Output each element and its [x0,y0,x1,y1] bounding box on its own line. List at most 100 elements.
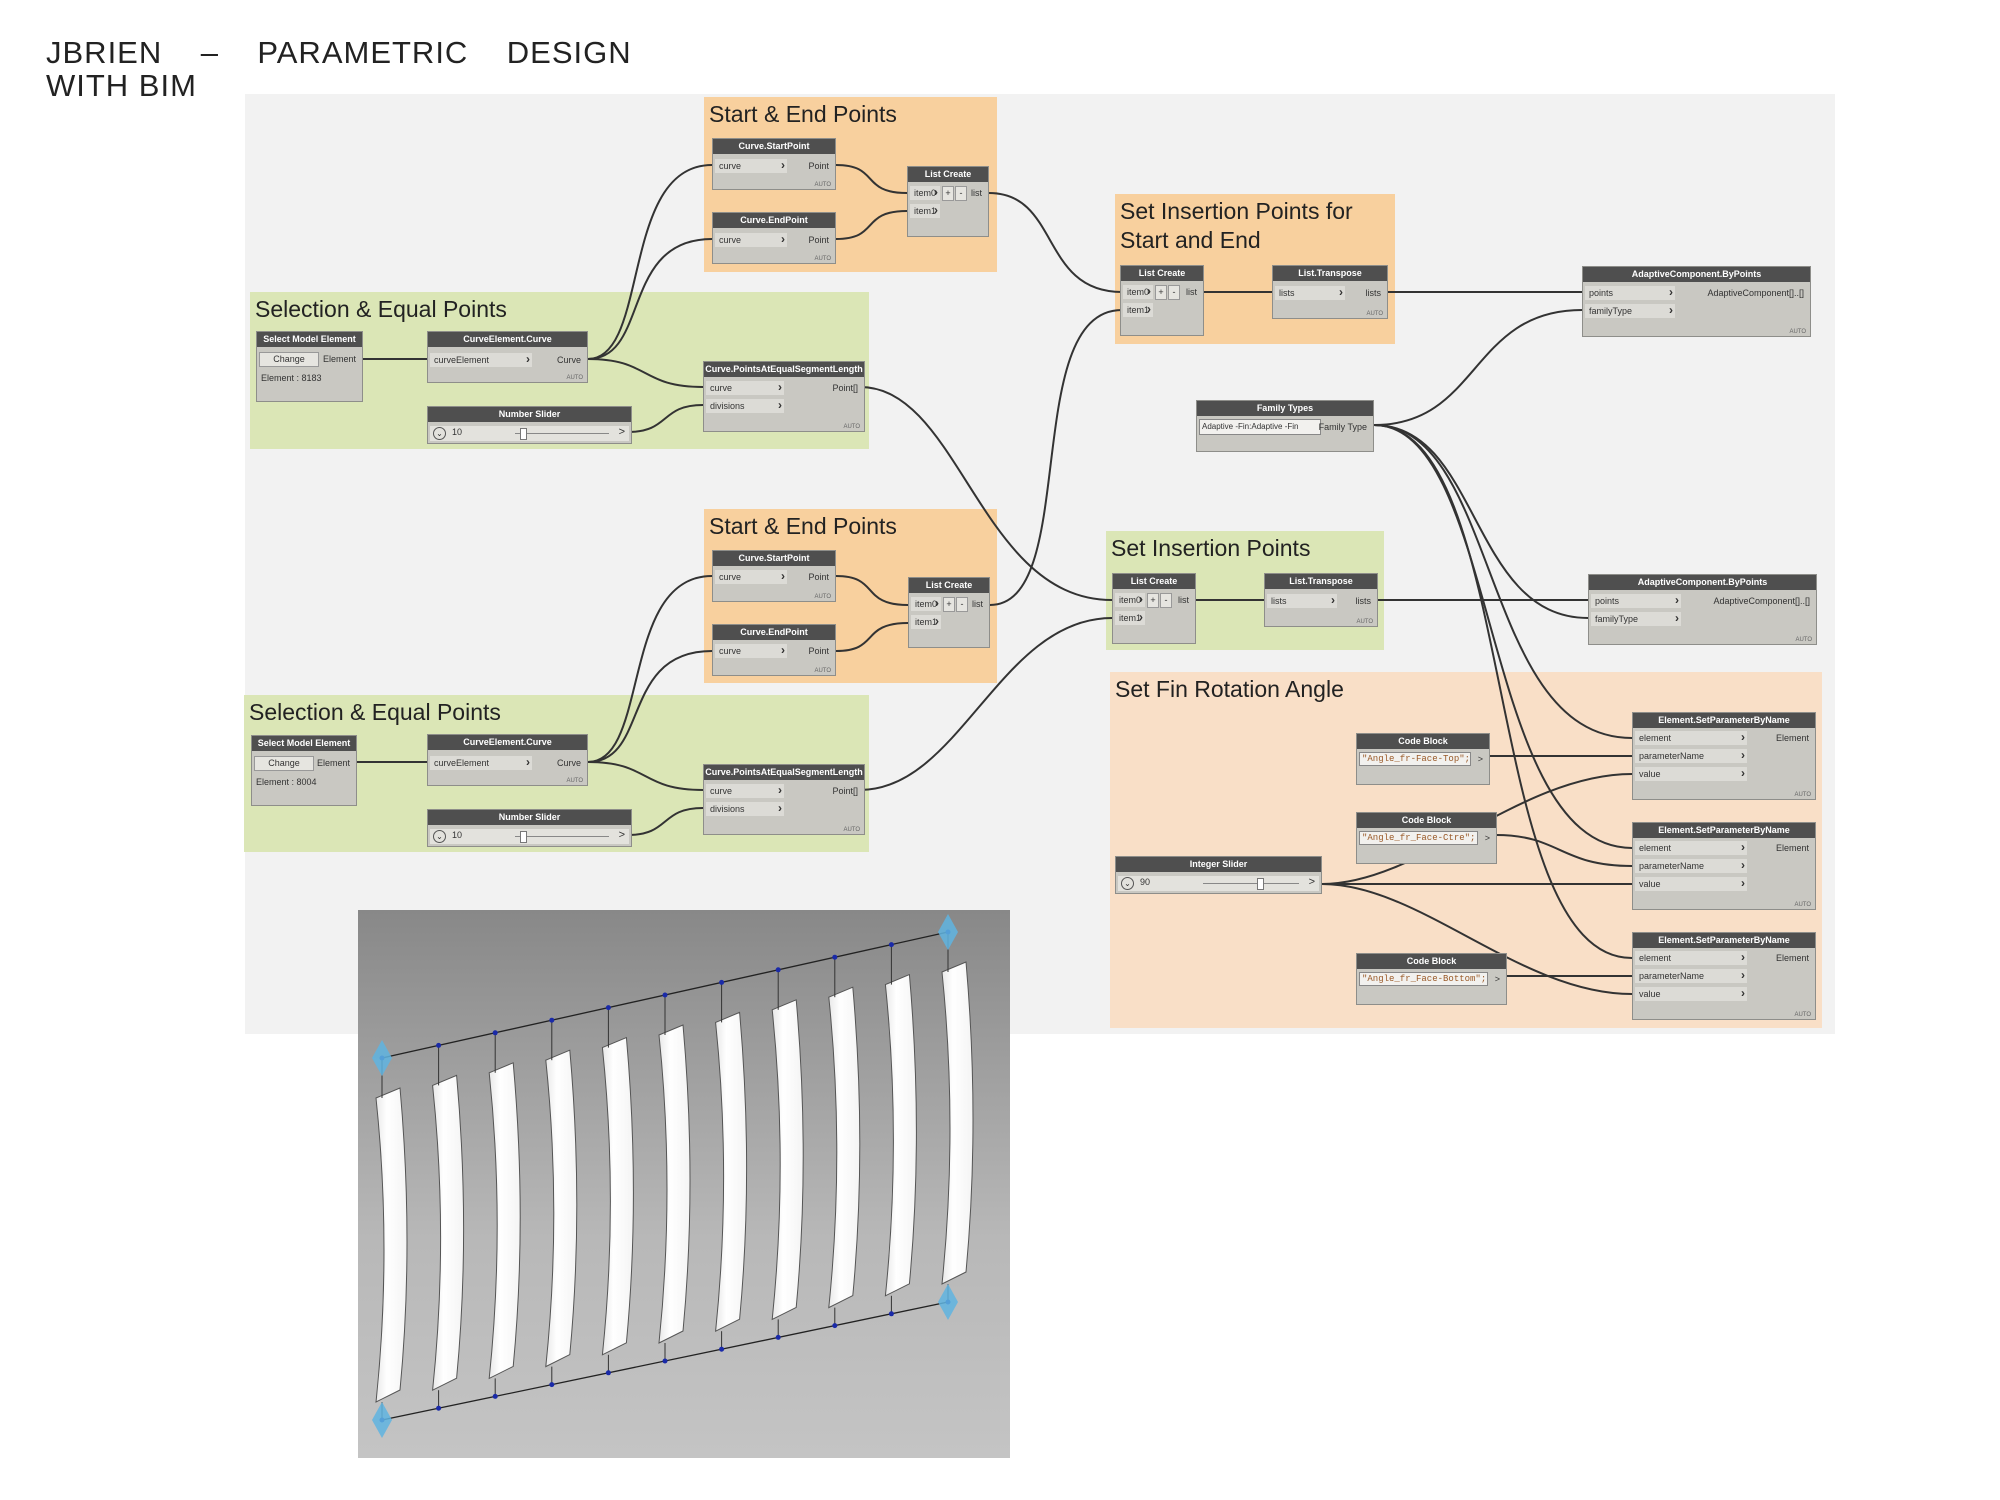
family-type-dropdown[interactable]: Adaptive -Fin:Adaptive -Fin [1199,419,1321,435]
code-editor[interactable]: "Angle_fr_Face-Ctre"; [1359,831,1478,845]
code-output-port[interactable]: > [1477,754,1483,764]
slider-thumb[interactable] [520,428,527,440]
code-output-port[interactable]: > [1484,833,1490,843]
item0-input-port[interactable]: item0 [1115,593,1145,607]
remove-input-button[interactable]: - [956,597,968,612]
add-input-button[interactable]: + [1155,285,1167,300]
list-output-port[interactable]: list [1186,287,1197,297]
points-input-port[interactable]: points [1591,594,1681,608]
number-slider-node-1[interactable]: Number Slider ⌄ 10 > [427,406,632,444]
value-input-port[interactable]: value [1635,877,1747,891]
point-output-port[interactable]: Point [808,572,829,582]
curve-input-port[interactable]: curve [715,570,787,584]
points-input-port[interactable]: points [1585,286,1675,300]
point-array-output-port[interactable]: Point[] [832,383,858,393]
curve-element-input-port[interactable]: curveElement [430,353,532,367]
family-types-node[interactable]: Family Types Adaptive -Fin:Adaptive -Fin… [1196,400,1374,452]
curve-end-point-node-1[interactable]: Curve.EndPoint curve Point AUTO [712,212,836,264]
number-slider-node-2[interactable]: Number Slider ⌄ 10 > [427,809,632,847]
remove-input-button[interactable]: - [1160,593,1172,608]
set-parameter-by-name-node-1[interactable]: Element.SetParameterByName element param… [1632,712,1816,800]
element-output-port[interactable]: Element [1775,953,1809,963]
adaptive-component-by-points-node-2[interactable]: AdaptiveComponent.ByPoints points family… [1588,574,1817,645]
select-model-element-node-1[interactable]: Select Model Element Change Element Elem… [256,331,363,402]
code-output-port[interactable]: > [1494,974,1500,984]
list-create-node-1[interactable]: List Create item0 + - list item1 [907,166,989,237]
number-slider[interactable]: ⌄ 10 > [430,829,629,844]
element-output-port[interactable]: Element [316,758,350,768]
adaptive-component-output-port[interactable]: AdaptiveComponent[]..[] [1707,288,1804,298]
list-transpose-node-1[interactable]: List.Transpose lists lists AUTO [1272,265,1388,319]
parameter-name-input-port[interactable]: parameterName [1635,969,1747,983]
point-output-port[interactable]: Point [808,235,829,245]
number-slider[interactable]: ⌄ 10 > [430,426,629,441]
item0-input-port[interactable]: item0 [1123,285,1153,299]
slider-track[interactable] [1203,883,1299,884]
curve-input-port[interactable]: curve [706,381,784,395]
lists-output-port[interactable]: lists [1355,596,1372,606]
list-create-node-4[interactable]: List Create item0 + - list item1 [1112,573,1196,644]
slider-output-arrow[interactable]: > [618,426,625,438]
list-create-node-2[interactable]: List Create item0 + - list item1 [1120,265,1204,336]
curve-output-port[interactable]: Curve [556,355,581,365]
item0-input-port[interactable]: item0 [910,186,940,200]
parameter-name-input-port[interactable]: parameterName [1635,749,1747,763]
list-output-port[interactable]: list [1178,595,1189,605]
element-input-port[interactable]: element [1635,731,1747,745]
curve-element-curve-node-2[interactable]: CurveElement.Curve curveElement Curve AU… [427,734,588,786]
curve-input-port[interactable]: curve [715,233,787,247]
adaptive-component-output-port[interactable]: AdaptiveComponent[]..[] [1713,596,1810,606]
value-input-port[interactable]: value [1635,767,1747,781]
lists-output-port[interactable]: lists [1365,288,1382,298]
family-type-input-port[interactable]: familyType [1585,304,1675,318]
curve-output-port[interactable]: Curve [556,758,581,768]
slider-output-arrow[interactable]: > [618,829,625,841]
curve-element-input-port[interactable]: curveElement [430,756,532,770]
code-block-top-node[interactable]: Code Block "Angle_fr-Face-Top"; > [1356,733,1490,785]
curve-end-point-node-2[interactable]: Curve.EndPoint curve Point AUTO [712,624,836,676]
lists-input-port[interactable]: lists [1267,594,1337,608]
adaptive-component-by-points-node-1[interactable]: AdaptiveComponent.ByPoints points family… [1582,266,1811,337]
code-block-ctre-node[interactable]: Code Block "Angle_fr_Face-Ctre"; > [1356,812,1497,864]
code-editor[interactable]: "Angle_fr_Face-Bottom"; [1359,972,1488,986]
item0-input-port[interactable]: item0 [911,597,941,611]
point-output-port[interactable]: Point [808,161,829,171]
slider-thumb[interactable] [1257,878,1264,890]
remove-input-button[interactable]: - [1168,285,1180,300]
parameter-name-input-port[interactable]: parameterName [1635,859,1747,873]
item1-input-port[interactable]: item1 [911,615,941,629]
curve-start-point-node-1[interactable]: Curve.StartPoint curve Point AUTO [712,138,836,190]
slider-track[interactable] [515,836,609,837]
element-output-port[interactable]: Element [1775,843,1809,853]
integer-slider-node[interactable]: Integer Slider ⌄ 90 > [1115,856,1322,894]
points-at-equal-segment-length-node-2[interactable]: Curve.PointsAtEqualSegmentLength curve d… [703,764,865,835]
item1-input-port[interactable]: item1 [1115,611,1145,625]
element-input-port[interactable]: element [1635,841,1747,855]
item1-input-port[interactable]: item1 [910,204,940,218]
curve-element-curve-node-1[interactable]: CurveElement.Curve curveElement Curve AU… [427,331,588,383]
integer-slider[interactable]: ⌄ 90 > [1118,876,1319,891]
select-model-element-node-2[interactable]: Select Model Element Change Element Elem… [251,735,357,806]
value-input-port[interactable]: value [1635,987,1747,1001]
item1-input-port[interactable]: item1 [1123,303,1153,317]
lists-input-port[interactable]: lists [1275,286,1345,300]
family-type-output-port[interactable]: Family Type [1318,422,1367,432]
point-output-port[interactable]: Point [808,646,829,656]
list-create-node-3[interactable]: List Create item0 + - list item1 [908,577,990,648]
change-button[interactable]: Change [259,352,319,367]
list-output-port[interactable]: list [971,188,982,198]
expand-slider-icon[interactable]: ⌄ [433,427,446,440]
remove-input-button[interactable]: - [955,186,967,201]
element-output-port[interactable]: Element [1775,733,1809,743]
add-input-button[interactable]: + [942,186,954,201]
slider-output-arrow[interactable]: > [1308,876,1315,888]
expand-slider-icon[interactable]: ⌄ [433,830,446,843]
set-parameter-by-name-node-2[interactable]: Element.SetParameterByName element param… [1632,822,1816,910]
add-input-button[interactable]: + [943,597,955,612]
curve-input-port[interactable]: curve [715,159,787,173]
points-at-equal-segment-length-node-1[interactable]: Curve.PointsAtEqualSegmentLength curve d… [703,361,865,432]
family-type-input-port[interactable]: familyType [1591,612,1681,626]
expand-slider-icon[interactable]: ⌄ [1121,877,1134,890]
divisions-input-port[interactable]: divisions [706,802,784,816]
element-input-port[interactable]: element [1635,951,1747,965]
